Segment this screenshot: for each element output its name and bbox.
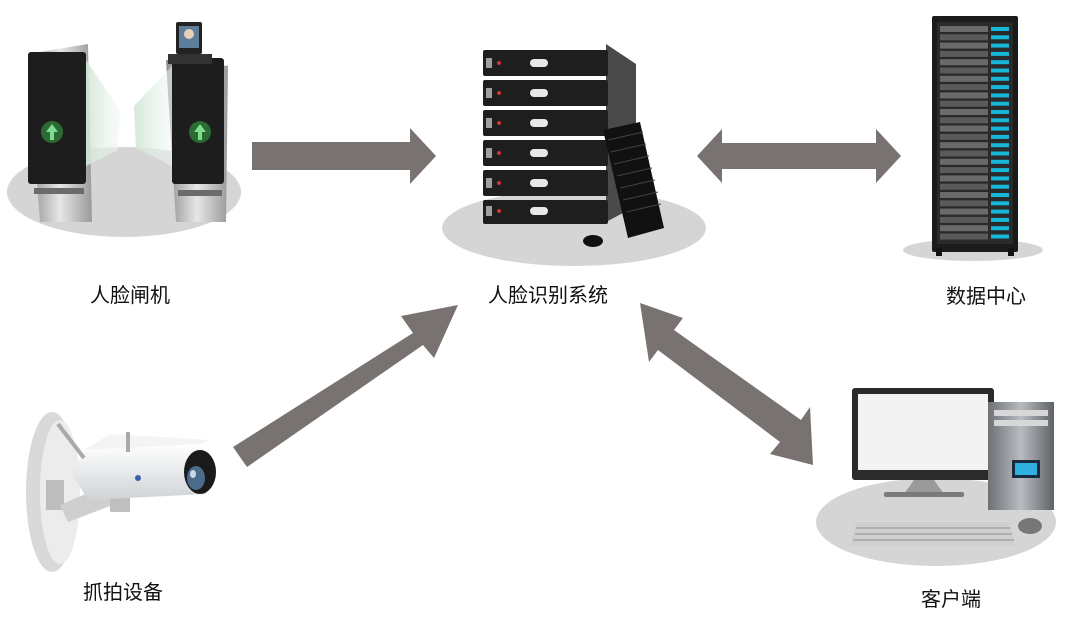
- rack-unit: [940, 225, 988, 232]
- arrow-camera-to-system: [233, 305, 458, 467]
- rack-unit: [940, 67, 988, 74]
- rack-led: [991, 118, 1009, 123]
- label-datacenter: 数据中心: [946, 284, 1026, 308]
- rack-unit: [940, 183, 988, 190]
- rack-unit: [940, 92, 988, 99]
- rack-unit: [940, 59, 988, 66]
- rack-led: [991, 143, 1009, 148]
- rack-led: [991, 27, 1009, 31]
- rack-led: [991, 193, 1009, 197]
- rack-led: [991, 134, 1009, 139]
- label-gate: 人脸闸机: [90, 283, 170, 307]
- rack-unit: [940, 84, 988, 91]
- rack-unit: [940, 42, 988, 49]
- rack-unit: [940, 167, 988, 174]
- rack-led: [991, 184, 1009, 189]
- rack-led: [991, 126, 1009, 131]
- rack-unit: [940, 75, 988, 82]
- rack-led: [991, 43, 1009, 48]
- rack-led: [991, 209, 1009, 214]
- rack-unit: [940, 175, 988, 182]
- rack-led: [991, 176, 1009, 181]
- rack-unit: [940, 26, 988, 32]
- rack-led: [991, 35, 1009, 40]
- rack-unit: [940, 158, 988, 165]
- rack-led: [991, 110, 1009, 114]
- rack-led: [991, 168, 1009, 173]
- rack-unit: [940, 117, 988, 124]
- arrow-gate-to-system: [252, 128, 436, 184]
- label-client: 客户端: [921, 587, 981, 611]
- rack-led: [991, 85, 1009, 90]
- desktop-computer-icon: [816, 388, 1056, 566]
- arrows: [233, 128, 901, 467]
- server-rack-icon: [442, 44, 706, 266]
- rack-unit: [940, 208, 988, 215]
- rack-unit: [940, 142, 988, 149]
- label-system: 人脸识别系统: [488, 283, 608, 307]
- rack-unit: [940, 133, 988, 140]
- rack-led: [991, 68, 1009, 73]
- rack-unit: [940, 192, 988, 198]
- rack-led: [991, 93, 1009, 98]
- rack-unit: [940, 34, 988, 41]
- rack-led: [991, 60, 1009, 65]
- rack-led: [991, 101, 1009, 106]
- rack-led: [991, 159, 1009, 164]
- bullet-camera-icon: [26, 412, 216, 572]
- rack-led: [991, 217, 1009, 222]
- rack-unit: [940, 150, 988, 157]
- rack-unit: [940, 200, 988, 207]
- rack-unit: [940, 100, 988, 107]
- rack-led: [991, 76, 1009, 81]
- label-camera: 抓拍设备: [83, 580, 163, 604]
- rack-unit: [940, 50, 988, 57]
- rack-unit: [940, 125, 988, 132]
- rack-unit: [940, 109, 988, 115]
- rack-unit: [940, 216, 988, 223]
- rack-led: [991, 151, 1009, 156]
- arrow-system-client: [640, 303, 813, 465]
- datacenter-rack-icon: [903, 16, 1043, 261]
- rack-unit: [940, 233, 988, 240]
- rack-led: [991, 51, 1009, 56]
- rack-led: [991, 226, 1009, 231]
- turnstile-gate-icon: [7, 22, 241, 237]
- rack-led: [991, 201, 1009, 206]
- arrow-system-datacenter: [697, 129, 901, 183]
- rack-led: [991, 234, 1009, 239]
